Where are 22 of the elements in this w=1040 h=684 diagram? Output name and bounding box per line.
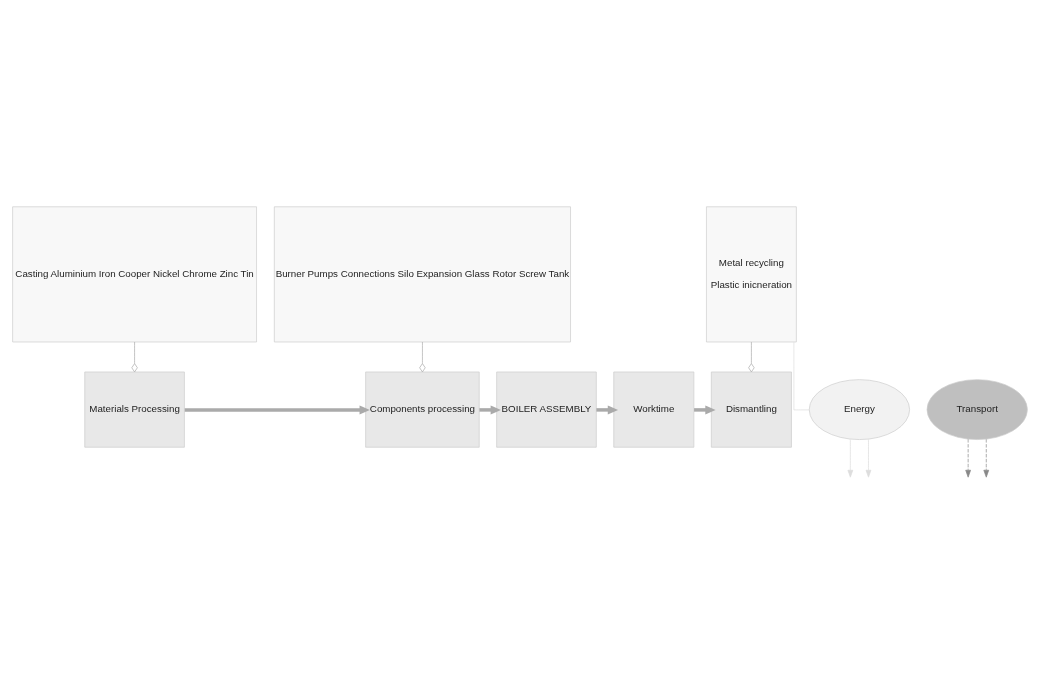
node-box: Metal recycling Plastic inicneration <box>706 205 797 342</box>
node-box: Casting Aluminium Iron Cooper Nickel Chrome Zinc Tin <box>12 205 257 342</box>
connector <box>419 341 426 372</box>
arrow <box>847 438 854 478</box>
node-box: Materials Processing <box>84 371 185 448</box>
node-box: Dismantling <box>710 371 792 448</box>
node-box: Worktime <box>613 371 695 448</box>
connector <box>793 341 810 410</box>
arrow <box>596 404 619 414</box>
node-ellipse: Transport <box>926 378 1028 440</box>
connector <box>748 341 755 372</box>
arrow <box>965 438 971 478</box>
node-ellipse: Energy <box>808 378 910 440</box>
arrow <box>694 404 716 414</box>
node-box: Components processing <box>365 371 480 448</box>
arrow <box>184 404 370 414</box>
arrow <box>479 404 501 414</box>
arrow <box>865 438 872 478</box>
node-box: Burner Pumps Connections Silo Expansion Glass Rotor Screw Tank <box>273 205 571 342</box>
arrow <box>983 438 990 478</box>
connector <box>131 341 138 372</box>
node-box: BOILER ASSEMBLY <box>496 371 597 448</box>
